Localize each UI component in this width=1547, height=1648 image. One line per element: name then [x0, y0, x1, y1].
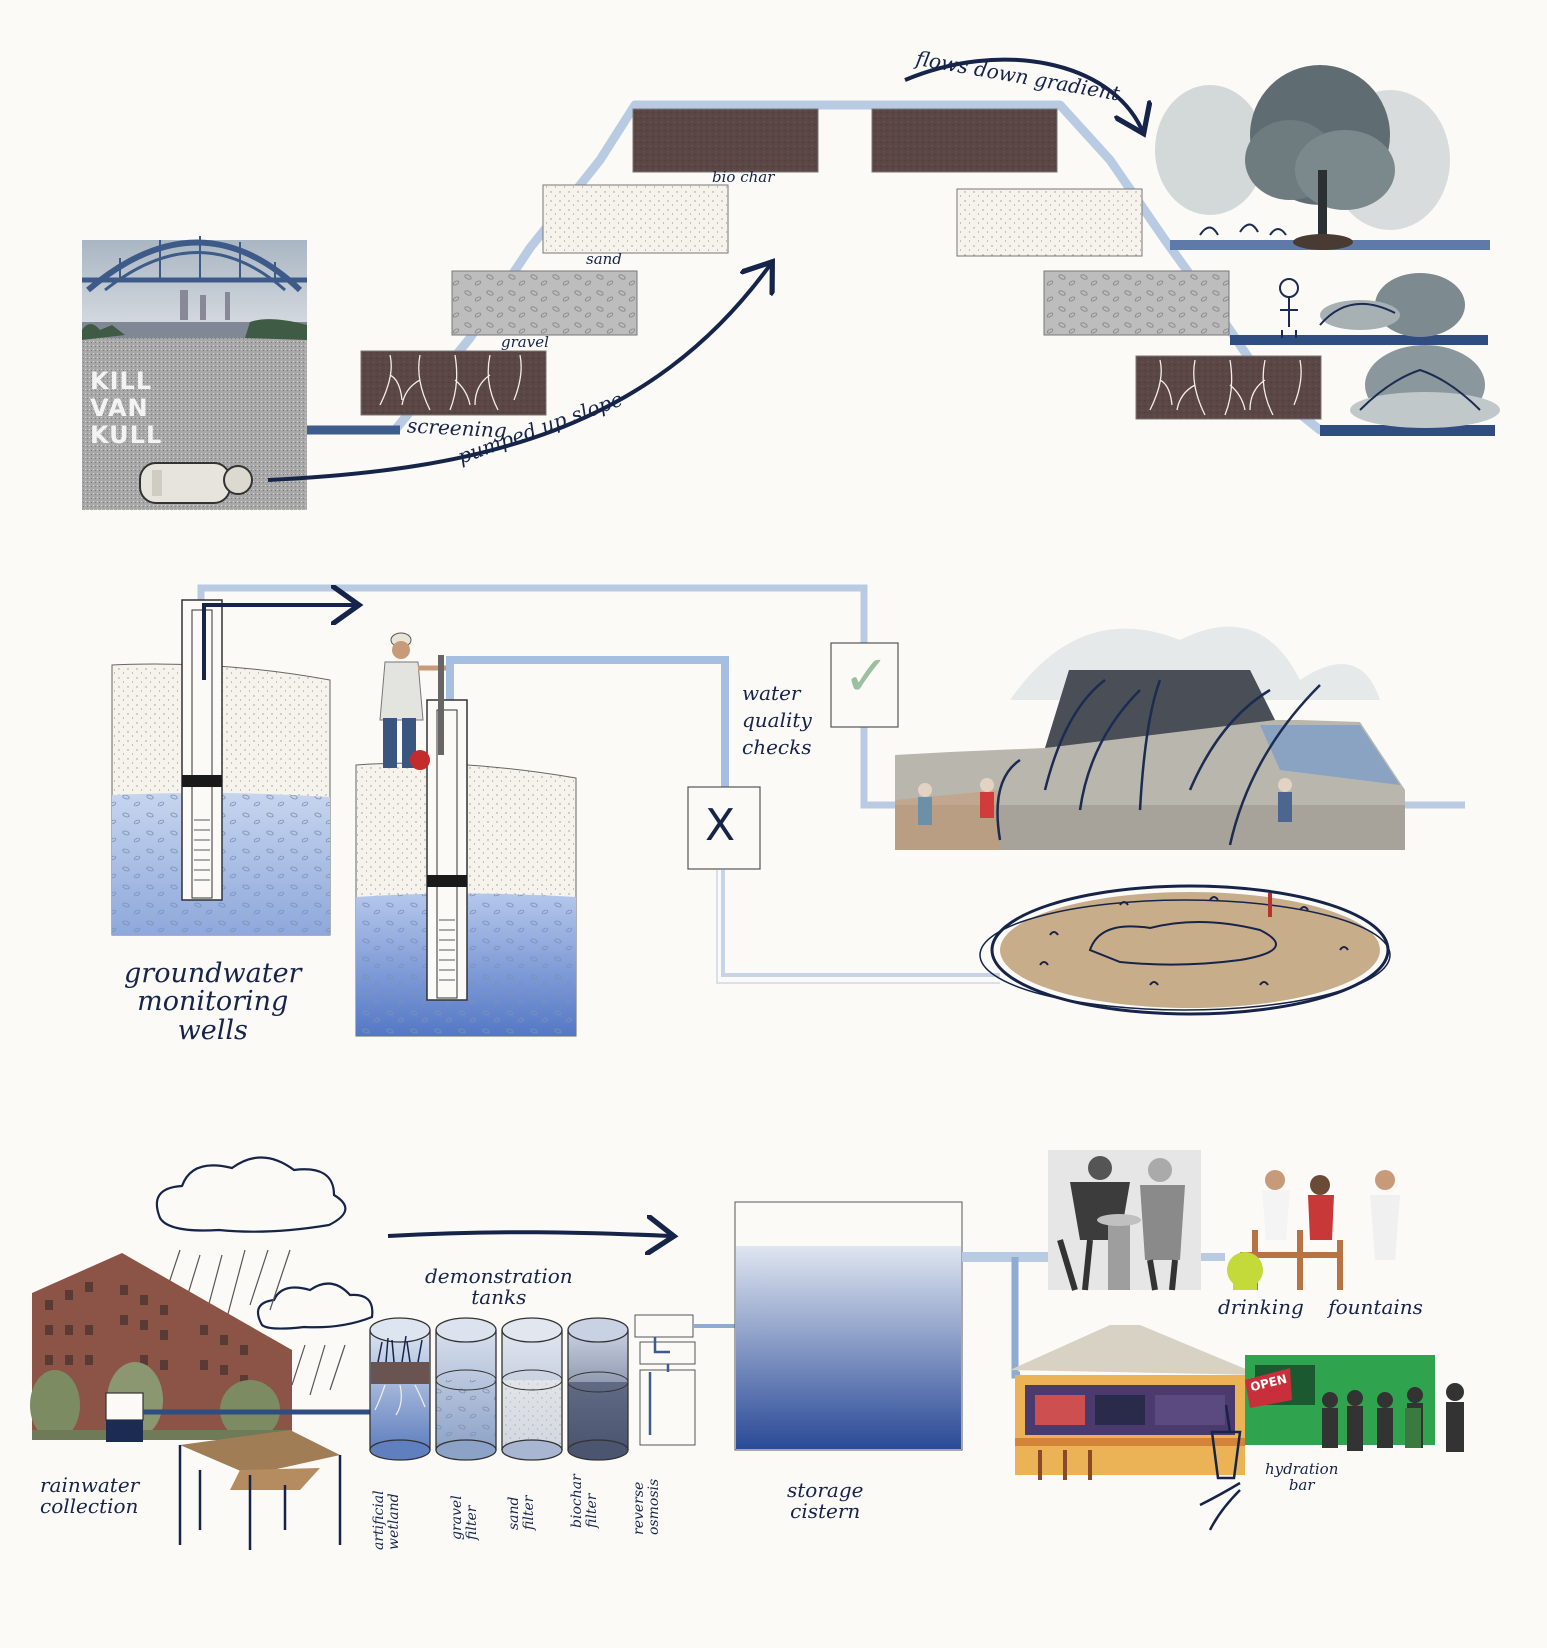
layer-gravel-left [452, 271, 637, 335]
label-gravel: gravel [501, 335, 549, 351]
collection-box-base [106, 1420, 143, 1442]
label-drinking-fountains: drinking fountains [1218, 1297, 1423, 1318]
label-reverse-osmosis: reverse osmosis [632, 1479, 663, 1535]
tank-artificial-wetland [370, 1318, 430, 1460]
layer-sand-left [543, 185, 728, 253]
monitoring-well-1 [112, 600, 330, 935]
bottom-section [30, 1150, 1464, 1550]
label-water-quality-checks: water quality checks [742, 680, 812, 761]
pipe-reject [723, 870, 1000, 975]
shade-canopy [180, 1430, 340, 1550]
collection-box [106, 1393, 143, 1420]
demo-arrow [388, 1232, 670, 1236]
bush-icon [1350, 345, 1500, 428]
layer-screening-right [1136, 356, 1321, 419]
label-biochar: bio char [712, 170, 774, 186]
label-rainwater-collection: rainwater collection [40, 1475, 139, 1517]
drinking-fountain-photo-2 [1225, 1160, 1405, 1295]
cistern-water [736, 1246, 961, 1449]
label-hydration-bar: hydration bar [1265, 1462, 1338, 1494]
kill-van-kull-label: KILL VAN KULL [90, 368, 162, 449]
playground-circle-photo [980, 886, 1390, 1014]
x-mark-icon: X [705, 803, 735, 849]
label-biochar-filter: biochar filter [570, 1474, 601, 1528]
layer-gravel-right [1044, 271, 1229, 335]
tank-sand-filter [502, 1318, 562, 1460]
label-gravel-filter: gravel filter [450, 1495, 481, 1540]
label-groundwater-wells: groundwater monitoring wells [124, 960, 301, 1045]
check-mark-icon: ✓ [843, 648, 890, 707]
tank-biochar-filter [568, 1318, 628, 1460]
label-sand: sand [586, 252, 622, 268]
layer-biochar-left [633, 109, 818, 172]
middle-section [112, 588, 1465, 1036]
top-section [82, 60, 1500, 510]
label-storage-cistern: storage cistern [787, 1480, 863, 1522]
food-truck-photo [1245, 1355, 1464, 1452]
reverse-osmosis-unit [635, 1315, 695, 1445]
label-artificial-wetland: artificial wetland [372, 1490, 403, 1550]
label-demonstration-tanks: demonstration tanks [425, 1266, 573, 1308]
tree-icon [1155, 65, 1450, 250]
tank-gravel-filter [436, 1318, 496, 1460]
drinking-fountain-photo-1 [1048, 1150, 1201, 1290]
label-sand-filter: sand filter [507, 1496, 538, 1530]
layer-sand-right [957, 189, 1142, 256]
layer-biochar-right [872, 109, 1057, 172]
cloud-icon-1 [157, 1157, 345, 1231]
cloud-icon-2 [258, 1284, 372, 1329]
splash-pad-photo [895, 627, 1405, 850]
ledge-2 [1230, 335, 1488, 345]
shrub-icon [1280, 273, 1465, 338]
hydration-bar-kiosk-photo [1010, 1325, 1260, 1480]
